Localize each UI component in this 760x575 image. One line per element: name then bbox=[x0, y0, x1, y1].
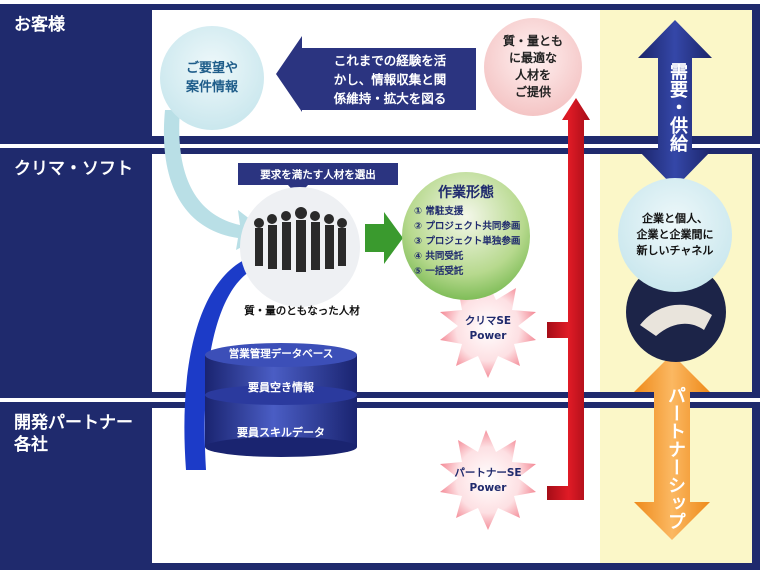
database-title: 営業管理データベース bbox=[228, 348, 334, 360]
klima-burst bbox=[440, 278, 536, 378]
work-style-item: ⑤ 一括受託 bbox=[414, 266, 464, 277]
work-style-item: ③ プロジェクト単独参画 bbox=[414, 236, 521, 247]
people-figures bbox=[254, 207, 347, 272]
curved-arrow-db-to-people bbox=[184, 248, 275, 470]
supply-demand-label: 需要・供給 bbox=[667, 62, 688, 152]
work-style-title: 作業形態 bbox=[438, 185, 494, 201]
partnership-label: パートナーシップ bbox=[665, 386, 686, 530]
work-style-item: ① 常駐支援 bbox=[414, 206, 464, 217]
red-arrow-up bbox=[547, 98, 590, 500]
select-label-box bbox=[238, 163, 398, 185]
people-caption: 質・量のともなった人材 bbox=[244, 305, 360, 317]
banner-arrow bbox=[276, 36, 476, 112]
database-row-availability: 要員空き情報 bbox=[248, 381, 314, 394]
lane-label-partners: 開発パートナー 各社 bbox=[14, 413, 133, 455]
provide-talent-circle: 質・量とも に最適な 人材を ご提供 bbox=[484, 18, 582, 116]
select-label: 要求を満たす人材を選出 bbox=[260, 169, 376, 181]
curved-arrow-customer-to-people bbox=[163, 110, 268, 250]
partner-burst bbox=[440, 430, 536, 530]
new-channel-circle: 企業と個人、 企業と企業間に 新しいチャネル bbox=[618, 178, 732, 292]
partnership-arrow bbox=[634, 354, 710, 540]
work-style-list: ① 常駐支援 ② プロジェクト共同参画 ③ プロジェクト単独参画 ④ 共同受託 … bbox=[414, 204, 534, 279]
lane-label-company: クリマ・ソフト bbox=[14, 159, 133, 179]
supply-demand-arrow bbox=[638, 20, 712, 188]
handshake-hands bbox=[640, 304, 712, 336]
lane-label-customer: お客様 bbox=[14, 15, 65, 35]
customer-request-circle: ご要望や 案件情報 bbox=[160, 26, 264, 130]
work-style-circle bbox=[402, 172, 530, 300]
green-arrow bbox=[365, 212, 403, 264]
database-cylinder bbox=[205, 343, 357, 457]
database-row-skills: 要員スキルデータ bbox=[237, 426, 325, 439]
klima-se-power: クリマSE Power bbox=[464, 315, 512, 342]
work-style-item: ② プロジェクト共同参画 bbox=[414, 221, 521, 232]
banner-text: これまでの経験を活 かし、情報収集と関 係維持・拡大を図る bbox=[333, 53, 447, 106]
work-style-item: ④ 共同受託 bbox=[414, 251, 464, 262]
partner-se-power: パートナーSE Power bbox=[454, 467, 522, 494]
